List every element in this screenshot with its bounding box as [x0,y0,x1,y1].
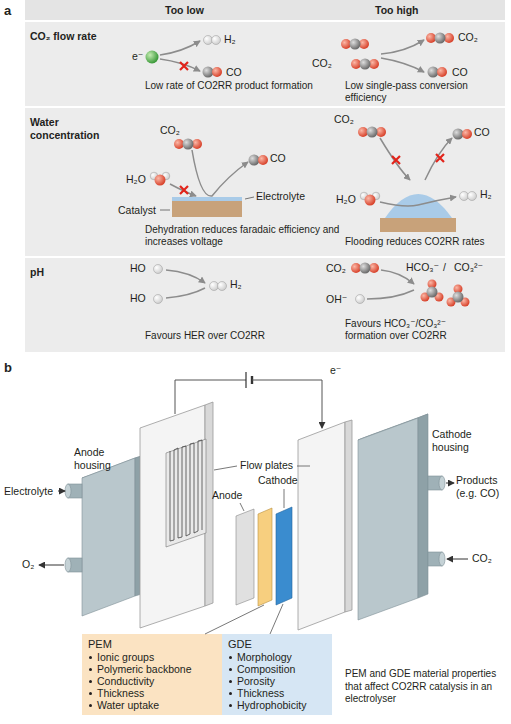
panel-letter: b [4,360,12,375]
part-label: Electrolyte [256,190,305,203]
list-text: Conductivity [97,675,154,687]
bullet-dot [89,656,92,659]
list-item: Thickness [88,687,214,699]
species-label: CO₂ [458,31,478,44]
bullet-dot [229,656,232,659]
list-text: Ionic groups [97,651,154,663]
column-header: Too high [375,4,419,17]
species-label: HO [130,262,146,275]
caption-text: Favours HCO₃⁻/CO₃²⁻ formation over CO2RR [345,318,490,342]
list-item: Polymeric backbone [88,663,214,675]
list-item: Composition [228,663,324,675]
electron-label: e⁻ [330,364,341,377]
list-text: Porosity [237,675,275,687]
bullet-dot [229,692,232,695]
list-item: Porosity [228,675,324,687]
list-item: Thickness [228,687,324,699]
row-heading: CO₂ flow rate [30,30,140,43]
species-label: CO₂ [326,262,346,275]
species-label: CO₂ [312,57,332,70]
species-label: H₂ [230,278,242,291]
species-label: H₂ [480,188,492,201]
species-label: H₂O [336,193,356,206]
species-label: CO₂ [160,124,180,137]
column-header: Too low [165,4,204,17]
panel-letter: a [4,3,11,18]
species-label: OH⁻ [326,293,347,306]
species-label: HO [130,292,146,305]
row-heading: pH [30,266,120,279]
property-box: PEMIonic groupsPolymeric backboneConduct… [82,634,222,715]
list-item: Water uptake [88,699,214,711]
part-label: Flow plates [240,459,293,472]
list-text: Polymeric backbone [97,663,192,675]
list-text: Thickness [237,687,284,699]
box-heading: GDE [228,638,324,651]
bullet-dot [89,680,92,683]
note-text: PEM and GDE material properties that aff… [345,668,505,706]
part-label: Catalyst [118,204,156,217]
bullet-dot [229,668,232,671]
species-label: / [443,261,446,274]
species-label: CO [474,126,490,139]
list-item: Hydrophobicity [228,699,324,711]
list-item: Ionic groups [88,651,214,663]
species-label: CO₃²⁻ [454,261,483,274]
list-text: Composition [237,663,295,675]
caption-text: Flooding reduces CO2RR rates [345,236,505,248]
flow-label: Electrolyte [4,485,53,498]
list-text: Thickness [97,687,144,699]
list-text: Morphology [237,651,292,663]
species-label: CO [226,66,242,79]
caption-text: Low single-pass conversion efficiency [345,80,505,104]
flow-label: CO₂ [472,552,492,565]
flow-label: Products (e.g. CO) [456,474,508,499]
species-label: CO₂ [334,113,354,126]
flow-label: O₂ [22,558,34,571]
species-label: CO [270,152,286,165]
list-text: Hydrophobicity [237,699,306,711]
species-label: H₂ [224,33,236,46]
property-box: GDEMorphologyCompositionPorosityThicknes… [222,634,332,715]
caption-text: Dehydration reduces faradaic efficiency … [145,224,340,248]
bullet-dot [229,680,232,683]
caption-text: Low rate of CO2RR product formation [145,80,345,92]
box-heading: PEM [88,638,214,651]
species-label: e⁻ [132,50,143,63]
row-band: Water concentrationDehydration reduces f… [25,108,505,256]
bullet-dot [89,692,92,695]
species-label: CO [452,66,468,79]
species-label: HCO₃⁻ [406,261,439,274]
list-text: Water uptake [97,699,159,711]
bullet-dot [229,704,232,707]
part-label: Anode housing [74,446,130,471]
part-label: Anode [212,489,242,502]
part-label: Cathode [258,474,298,487]
row-heading: Water concentration [30,116,120,141]
species-label: H₂O [126,173,146,186]
list-item: Conductivity [88,675,214,687]
list-item: Morphology [228,651,324,663]
part-label: Cathode housing [432,428,494,453]
caption-text: Favours HER over CO2RR [145,330,345,342]
bullet-dot [89,668,92,671]
bullet-dot [89,704,92,707]
